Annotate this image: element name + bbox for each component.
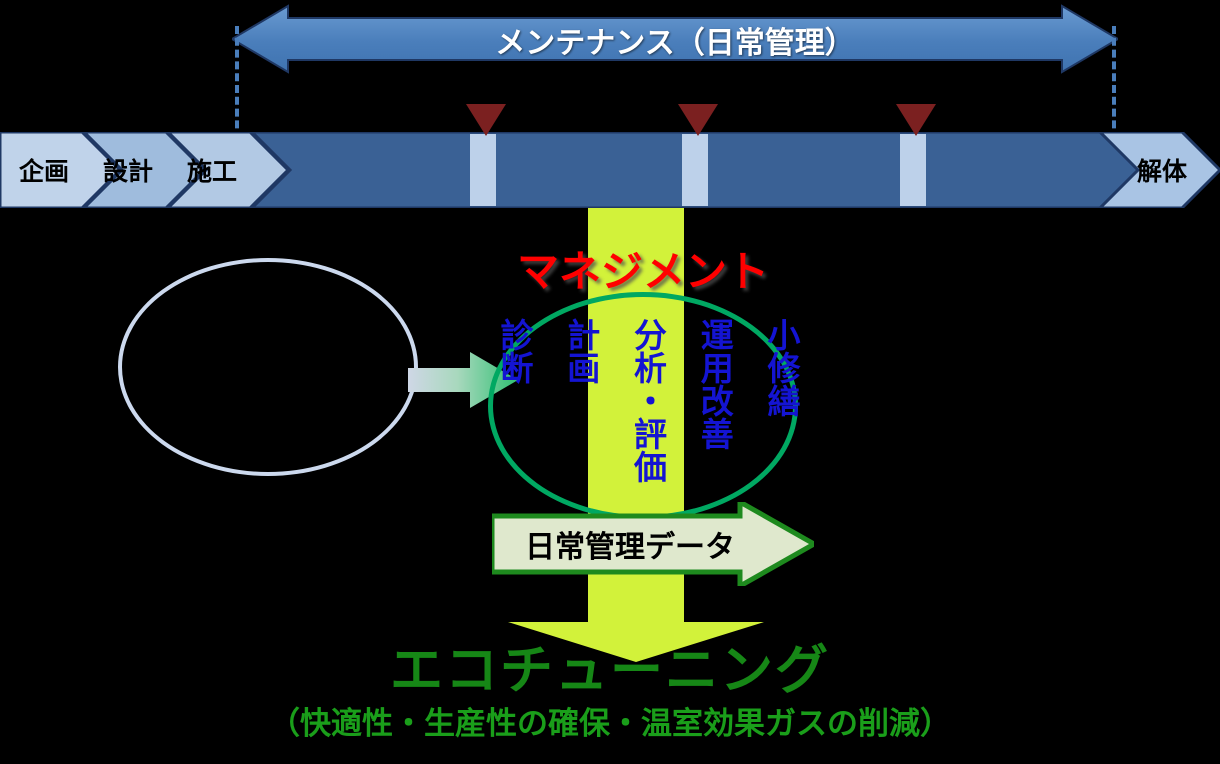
maintenance-label: メンテナンス（日常管理）: [495, 27, 855, 60]
management-column-bunseki: 分析・評価: [629, 318, 667, 483]
lifecycle-chevron-kaitai: [1097, 132, 1220, 208]
inspection-bar-2: [682, 134, 708, 206]
inspection-bar-1: [470, 134, 496, 206]
lifecycle-maintenance-segment: [249, 132, 1188, 208]
lifecycle-chevron-sekkei: [81, 132, 207, 208]
outcome-title: エコチューニング: [390, 641, 830, 700]
lifecycle-label-kaitai: 解体: [1136, 158, 1187, 186]
guide-line-left: [235, 26, 239, 152]
flow-down-arrow: [508, 590, 764, 662]
management-column-unyou: 運用改善: [696, 318, 734, 450]
daily-data-arrow: [492, 502, 814, 586]
inspection-bar-3: [900, 134, 926, 206]
inspection-marker-icon-3: [896, 104, 936, 136]
management-column-shoushuzen: 小修繕: [763, 318, 800, 417]
management-title: マネジメント: [516, 247, 769, 295]
guide-line-right: [1112, 26, 1116, 152]
lifecycle-label-sekkei: 設計: [102, 158, 153, 186]
building-ellipse: [118, 258, 418, 476]
lifecycle-label-kikaku: 企画: [18, 158, 69, 186]
management-column-shindan: 診断: [496, 318, 533, 384]
management-column-group: 診断 計画 分析・評価 運用改善 小修繕: [496, 318, 800, 508]
lifecycle-chevron-sekou: [165, 132, 291, 208]
inspection-markers: [466, 104, 936, 136]
lifecycle-label-sekou: 施工: [186, 158, 237, 186]
inspection-marker-icon-1: [466, 104, 506, 136]
management-column-keikaku: 計画: [562, 318, 600, 384]
inspection-marker-icon-2: [678, 104, 718, 136]
outcome-subtitle: （快適性・生産性の確保・温室効果ガスの削減）: [269, 706, 951, 741]
lifecycle-timeline: [0, 132, 1220, 208]
daily-data-arrow-label: 日常管理データ: [525, 531, 735, 564]
maintenance-double-arrow: [232, 4, 1118, 74]
